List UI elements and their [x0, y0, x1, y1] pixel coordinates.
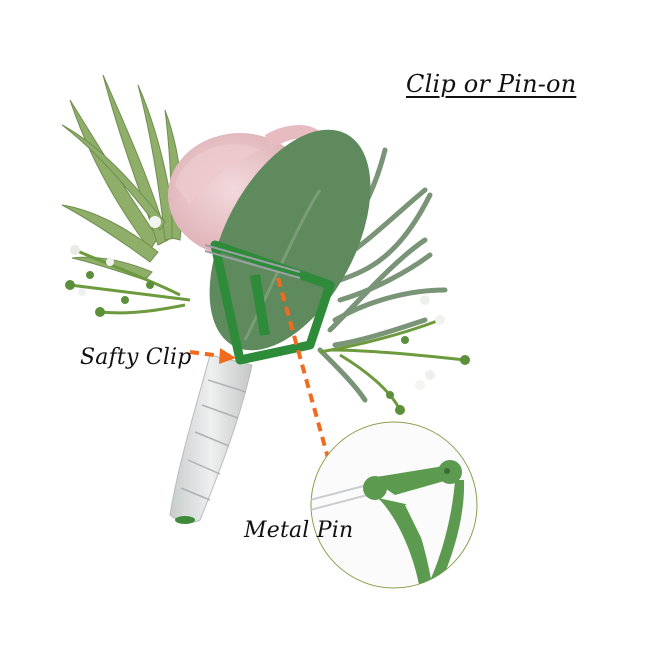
left-berries [69, 248, 191, 315]
safety-clip-arrow [189, 350, 223, 358]
safety-clip [210, 240, 335, 365]
clip-or-pin-on-title: Clip or Pin-on [406, 70, 577, 98]
inset-closeup [310, 421, 478, 589]
satin-stem [169, 354, 253, 524]
right-buds [386, 295, 470, 415]
safety-clip-arrowhead [219, 348, 236, 364]
metal-pin-arrow [276, 277, 332, 466]
left-greenery [61, 74, 183, 281]
metal-pin-label: Metal Pin [244, 518, 354, 543]
right-berries [319, 318, 466, 411]
safety-clip-label: Safty Clip [80, 345, 192, 370]
clip-pins [204, 244, 301, 279]
left-buds [65, 216, 161, 317]
